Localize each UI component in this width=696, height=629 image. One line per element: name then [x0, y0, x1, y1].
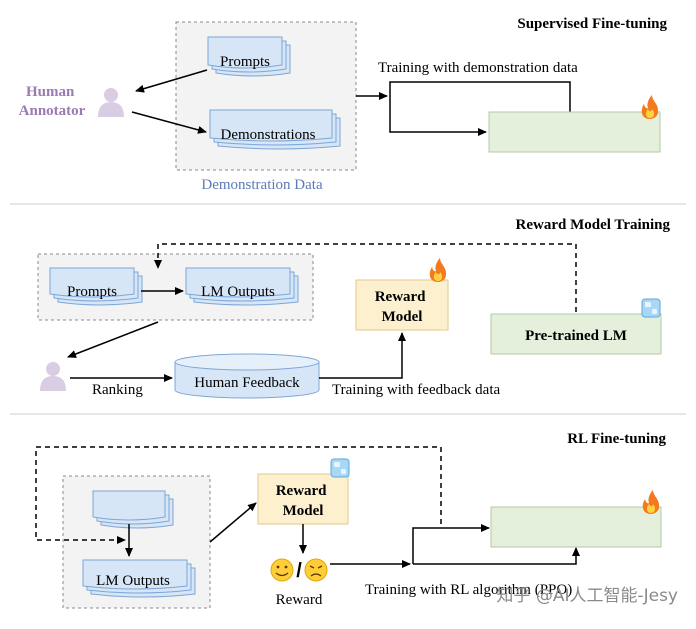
rl-training-label: Training with RL algorithm (PPO) [365, 582, 572, 598]
person-icon [98, 88, 124, 117]
rm-lm-outputs-label: LM Outputs [201, 284, 275, 300]
sft-prompts-doc: Prompts [207, 36, 291, 77]
sft-section: Supervised Fine-tuning Prompts Demonstra… [19, 16, 668, 193]
rl-model-box [490, 506, 662, 548]
rl-reward-line2: Model [283, 503, 324, 519]
person-icon [40, 362, 66, 391]
human-feedback-label: Human Feedback [194, 375, 300, 391]
rm-reward-line1: Reward [375, 289, 426, 305]
rm-reward-model-box [355, 279, 449, 331]
reward-label: Reward [276, 592, 323, 608]
sft-model-box [488, 111, 661, 153]
fire-icon [641, 95, 659, 119]
rm-title: Reward Model Training [516, 217, 671, 233]
rl-prompt-doc [92, 490, 174, 529]
pretrained-lm-label: Pre-trained LM [525, 328, 627, 344]
sft-title: Supervised Fine-tuning [517, 16, 667, 32]
rm-reward-line2: Model [382, 309, 423, 325]
rl-reward-model-label: Reward Model [276, 483, 331, 519]
rm-reward-model-label: Reward Model [375, 289, 430, 325]
rm-training-label: Training with feedback data [332, 382, 500, 398]
rl-reward-model-box [257, 473, 349, 525]
rm-lm-outputs-doc: LM Outputs [185, 267, 299, 306]
demo-data-label: Demonstration Data [201, 177, 323, 193]
human-annotator-line1: Human [26, 84, 75, 100]
happy-sad-emoji-icon: / [270, 558, 328, 582]
ranking-label: Ranking [92, 382, 143, 398]
human-annotator-line2: Annotator [19, 103, 86, 119]
fire-icon [642, 490, 660, 514]
svg-text:/: / [296, 560, 302, 582]
rl-section: RL Fine-tuning LM Outputs Reward Model [35, 431, 678, 609]
rm-prompts-label: Prompts [67, 284, 117, 300]
rm-prompts-doc: Prompts [49, 267, 143, 306]
ice-cube-icon [641, 298, 661, 318]
sft-prompts-label: Prompts [220, 54, 270, 70]
fire-icon [429, 258, 447, 282]
rl-lm-outputs-doc: LM Outputs [82, 559, 196, 598]
human-feedback-db: Human Feedback [174, 353, 320, 399]
watermark-text: 知乎 @AI人工智能-Jesy [496, 586, 678, 606]
sft-demonstrations-doc: Demonstrations [209, 109, 341, 150]
rl-reward-line1: Reward [276, 483, 327, 499]
human-annotator-label: Human Annotator [19, 84, 86, 119]
rl-title: RL Fine-tuning [567, 431, 666, 447]
pretrained-lm-box [490, 313, 662, 355]
rl-lm-outputs-label: LM Outputs [96, 573, 170, 589]
rm-section: Reward Model Training Prompts LM Outputs… [37, 217, 671, 399]
sft-demonstrations-label: Demonstrations [221, 127, 316, 143]
ice-cube-icon [330, 458, 350, 478]
sft-training-label: Training with demonstration data [378, 60, 578, 76]
